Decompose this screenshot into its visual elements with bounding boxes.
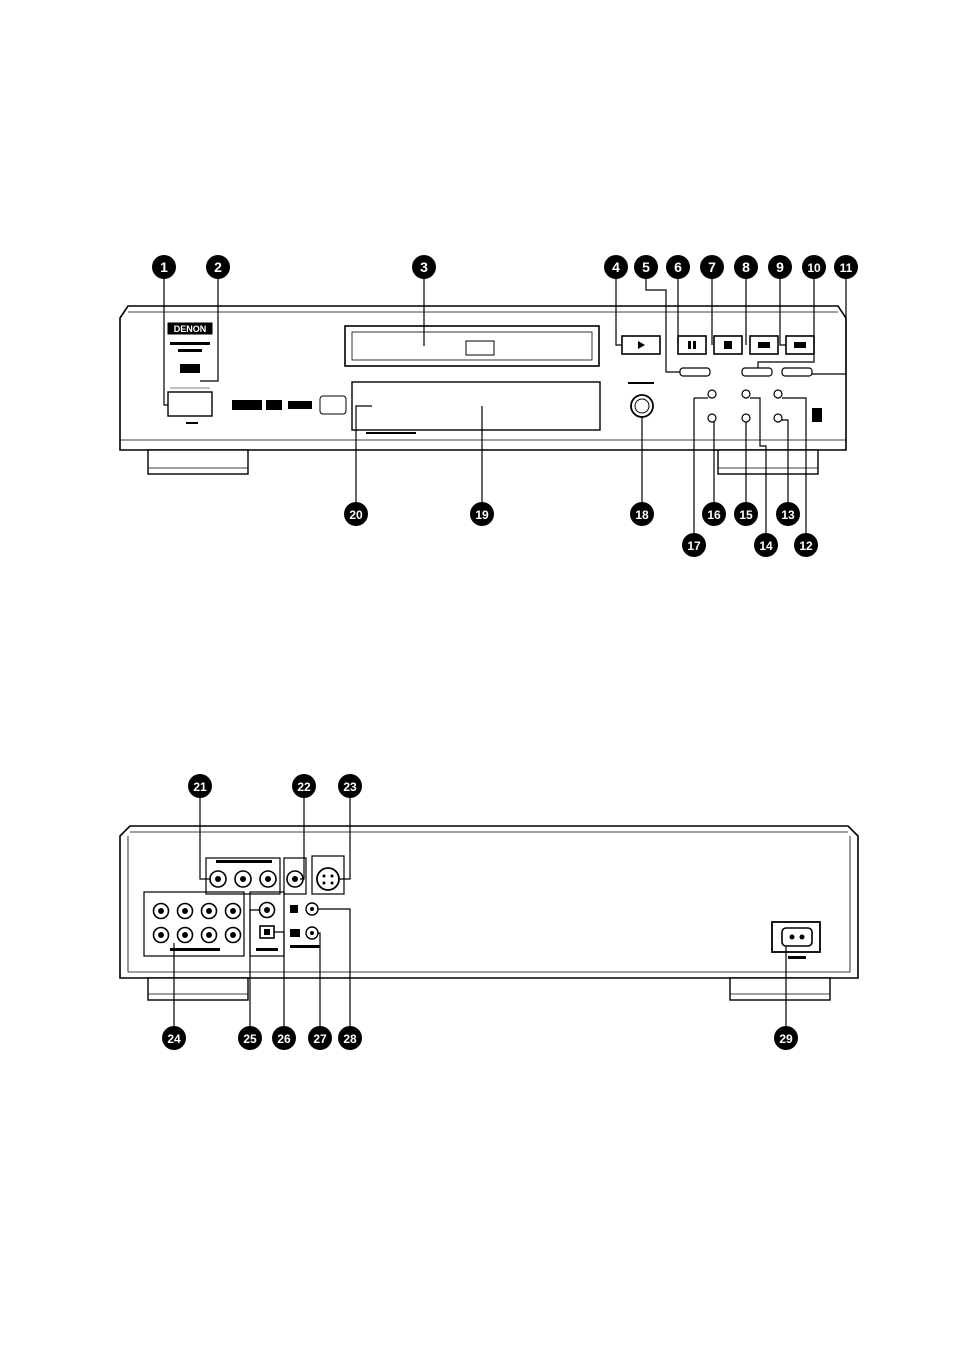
still-pause-button[interactable] [678, 336, 706, 354]
callout-24: 24 [162, 1026, 186, 1050]
callout-3: 3 [412, 255, 436, 279]
open-close-button[interactable] [631, 395, 653, 417]
callout-28: 28 [338, 1026, 362, 1050]
front-panel: DENON [120, 278, 846, 533]
svg-text:6: 6 [674, 259, 682, 275]
svg-text:2: 2 [214, 259, 222, 275]
callout-27: 27 [308, 1026, 332, 1050]
callout-22: 22 [292, 774, 316, 798]
svg-text:21: 21 [193, 780, 207, 794]
svg-text:22: 22 [297, 780, 311, 794]
svg-text:27: 27 [313, 1032, 327, 1046]
callout-7: 7 [700, 255, 724, 279]
svg-text:17: 17 [687, 539, 701, 553]
svg-text:8: 8 [742, 259, 750, 275]
dolby-digital-logo [232, 400, 262, 410]
search-mode-button[interactable] [680, 368, 710, 376]
svg-text:18: 18 [635, 508, 649, 522]
svg-text:20: 20 [349, 508, 363, 522]
callout-17: 17 [682, 533, 706, 557]
svg-text:12: 12 [799, 539, 813, 553]
callout-23: 23 [338, 774, 362, 798]
compact-disc-logo [320, 396, 346, 414]
callout-14: 14 [754, 533, 778, 557]
svg-text:26: 26 [277, 1032, 291, 1046]
svg-text:28: 28 [343, 1032, 357, 1046]
callout-15: 15 [734, 502, 758, 526]
stop-icon [724, 341, 732, 349]
remote-sensor [812, 408, 822, 422]
search-forward-button[interactable] [782, 368, 812, 376]
callout-20: 20 [344, 502, 368, 526]
callout-29: 29 [774, 1026, 798, 1050]
callout-21: 21 [188, 774, 212, 798]
svg-text:4: 4 [612, 259, 620, 275]
dvd-logo [180, 364, 200, 373]
callout-16: 16 [702, 502, 726, 526]
callout-10: 10 [802, 255, 826, 279]
callout-6: 6 [666, 255, 690, 279]
svg-text:11: 11 [840, 261, 853, 275]
callout-26: 26 [272, 1026, 296, 1050]
svg-text:3: 3 [420, 259, 428, 275]
svg-text:13: 13 [781, 508, 795, 522]
svg-text:23: 23 [343, 780, 357, 794]
svg-text:10: 10 [807, 261, 821, 275]
svg-text:19: 19 [475, 508, 489, 522]
video-cd-logo [288, 401, 312, 409]
svg-text:7: 7 [708, 259, 716, 275]
svg-text:14: 14 [759, 539, 773, 553]
svg-text:15: 15 [739, 508, 753, 522]
svg-text:5: 5 [642, 259, 650, 275]
callout-11: 11 [834, 255, 858, 279]
callout-12: 12 [794, 533, 818, 557]
brand-text: DENON [174, 324, 207, 334]
svg-text:25: 25 [243, 1032, 257, 1046]
svg-text:1: 1 [160, 259, 168, 275]
svg-text:24: 24 [167, 1032, 181, 1046]
callout-1: 1 [152, 255, 176, 279]
display-window [352, 382, 600, 430]
callout-25: 25 [238, 1026, 262, 1050]
callout-8: 8 [734, 255, 758, 279]
callout-18: 18 [630, 502, 654, 526]
svg-text:9: 9 [776, 259, 784, 275]
callout-2: 2 [206, 255, 230, 279]
search-back-button[interactable] [742, 368, 772, 376]
callout-9: 9 [768, 255, 792, 279]
power-button[interactable] [168, 392, 212, 416]
callout-19: 19 [470, 502, 494, 526]
svg-text:29: 29 [779, 1032, 793, 1046]
callout-13: 13 [776, 502, 800, 526]
rear-panel [120, 798, 858, 1026]
svg-text:16: 16 [707, 508, 721, 522]
callout-4: 4 [604, 255, 628, 279]
dts-logo [266, 400, 282, 410]
callout-5: 5 [634, 255, 658, 279]
